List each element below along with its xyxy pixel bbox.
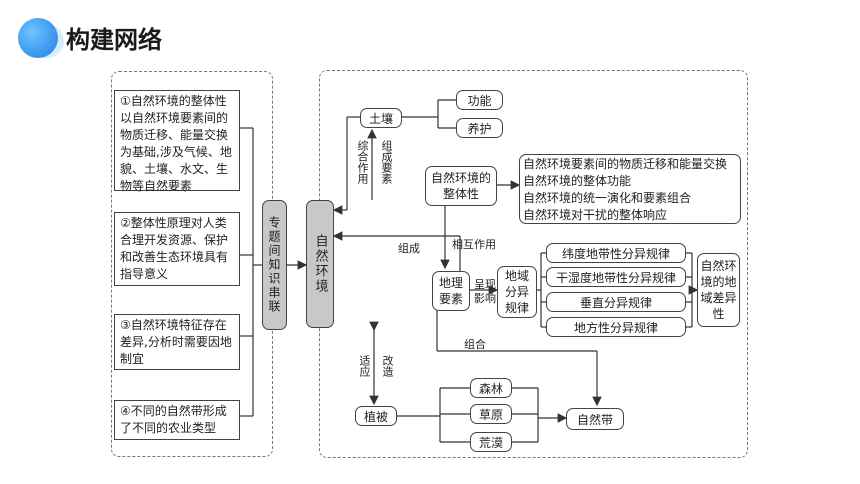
rule-latitude: 纬度地带性分异规律 [546, 243, 686, 263]
page-title: 构建网络 [66, 26, 162, 54]
wholeness-item: 自然环境对干扰的整体响应 [523, 208, 668, 222]
soil-box: 土壤 [360, 108, 402, 128]
note-3: ③自然环境特征存在差异,分析时需要因地制宜 [114, 314, 240, 370]
nature-environment-box: 自然环境 [306, 200, 334, 328]
label-compose-elements: 组成要素 [380, 140, 393, 184]
label-composite-role: 综合作用 [356, 140, 369, 184]
topic-link-box: 专题间知识串联 [262, 200, 287, 330]
rule-moisture: 干湿度地带性分异规律 [546, 267, 686, 287]
wholeness-item: 自然环境的统一演化和要素组合 [523, 191, 692, 205]
wholeness-items-box: 自然环境要素间的物质迁移和能量交换 自然环境的整体功能 自然环境的统一演化和要素… [519, 154, 741, 224]
label-combine: 组合 [464, 338, 486, 351]
regional-diff-box: 自然环境的地域差异性 [697, 253, 740, 327]
wholeness-box: 自然环境的整体性 [425, 166, 497, 206]
label-compose: 组成 [398, 242, 420, 255]
label-interaction: 相互作用 [452, 238, 496, 251]
note-4: ④不同的自然带形成了不同的农业类型 [114, 400, 240, 440]
title-decoration-icon [18, 18, 58, 58]
veg-grassland: 草原 [470, 404, 512, 424]
conservation-box: 养护 [456, 118, 503, 138]
veg-desert: 荒漠 [470, 432, 512, 452]
wholeness-item: 自然环境的整体功能 [523, 174, 632, 188]
regional-rules-box: 地域分异规律 [497, 266, 537, 318]
label-present-influence: 呈现影响 [474, 278, 496, 305]
note-2: ②整体性原理对人类合理开发资源、保护和改善生态环境具有指导意义 [114, 212, 240, 286]
note-1: ①自然环境的整体性以自然环境要素间的物质迁移、能量交换为基础,涉及气候、地貌、土… [114, 90, 240, 193]
function-box: 功能 [456, 90, 503, 110]
natural-zone-box: 自然带 [566, 408, 624, 430]
veg-forest: 森林 [470, 378, 512, 398]
label-adapt: 适应 [358, 355, 371, 377]
vegetation-box: 植被 [355, 406, 397, 426]
rule-local: 地方性分异规律 [546, 317, 686, 337]
rule-vertical: 垂直分异规律 [546, 292, 686, 312]
geo-elements-box: 地理要素 [432, 271, 470, 311]
label-transform: 改造 [381, 355, 394, 377]
wholeness-item: 自然环境要素间的物质迁移和能量交换 [523, 157, 728, 171]
